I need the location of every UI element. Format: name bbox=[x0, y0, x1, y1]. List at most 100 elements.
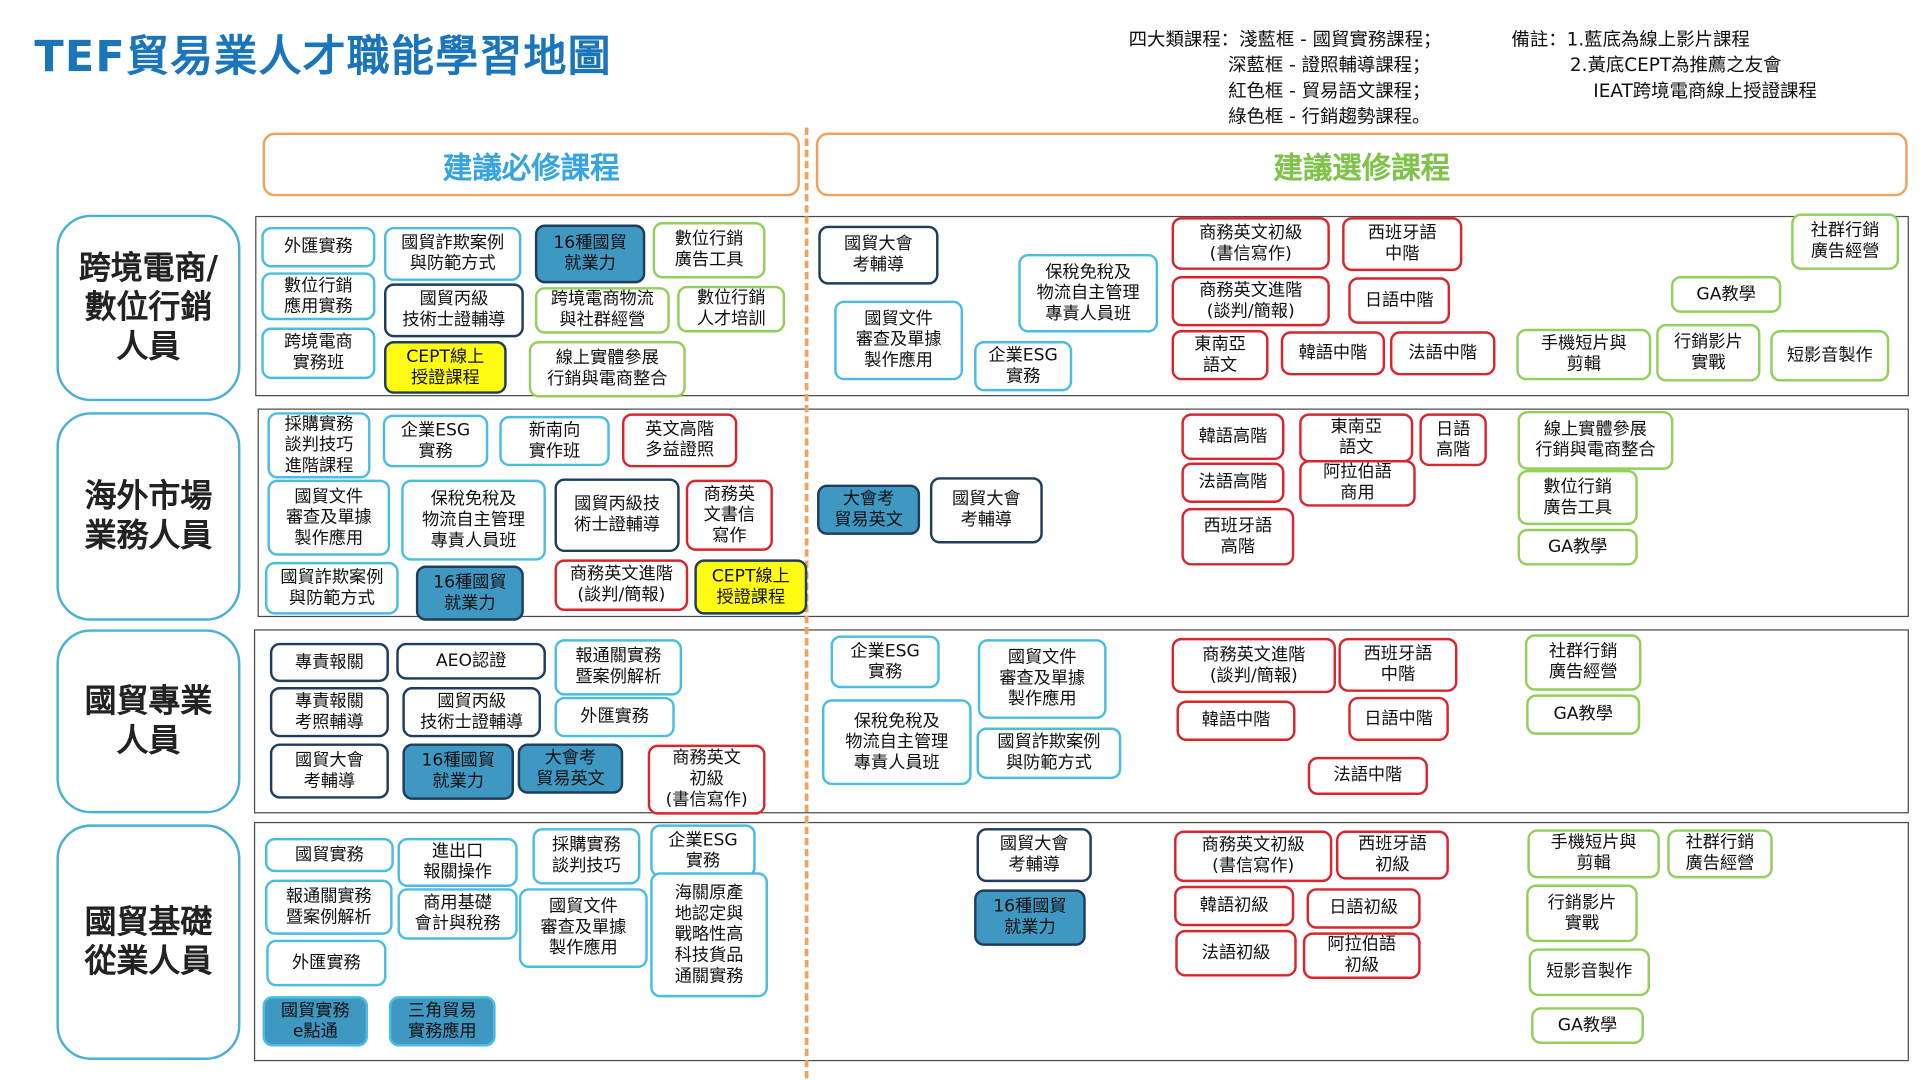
course-box: 法語高階 bbox=[1181, 462, 1285, 503]
role-label: 國貿基礎 從業人員 bbox=[56, 824, 241, 1060]
course-box: 韓語中階 bbox=[1176, 700, 1296, 741]
course-box: 國貿大會 考輔導 bbox=[269, 743, 389, 799]
course-box: 外匯實務 bbox=[554, 696, 675, 738]
course-box: CEPT線上 授證課程 bbox=[383, 341, 507, 394]
course-box: 行銷影片 實戰 bbox=[1526, 884, 1638, 943]
course-box: 手機短片與 剪輯 bbox=[1516, 328, 1652, 381]
course-box: 16種國貿 就業力 bbox=[415, 565, 524, 621]
course-box: 韓語中階 bbox=[1280, 331, 1386, 376]
course-box: 三角貿易 實務應用 bbox=[388, 996, 496, 1047]
course-box: GA教學 bbox=[1531, 1007, 1644, 1045]
course-box: 大會考 貿易英文 bbox=[517, 743, 624, 794]
course-box: 手機短片與 剪輯 bbox=[1527, 829, 1660, 879]
course-box: 國貿實務 e點通 bbox=[262, 996, 369, 1047]
course-box: 國貿詐欺案例 與防範方式 bbox=[383, 226, 522, 281]
course-box: 阿拉伯語 商用 bbox=[1299, 460, 1416, 507]
role-label: 國貿專業 人員 bbox=[56, 629, 241, 814]
course-box: 國貿文件 審查及單據 製作應用 bbox=[267, 479, 391, 556]
course-box: 數位行銷 廣告工具 bbox=[1517, 469, 1638, 526]
course-box: 採購實務 談判技巧 bbox=[532, 828, 641, 885]
role-label: 跨境電商/ 數位行銷 人員 bbox=[56, 214, 241, 402]
course-box: 東南亞 語文 bbox=[1171, 330, 1269, 381]
course-box: 商務英文初級 (書信寫作) bbox=[1174, 830, 1333, 883]
course-box: 跨境電商 實務班 bbox=[261, 327, 376, 380]
course-box: 企業ESG 實務 bbox=[830, 635, 940, 689]
course-box: 大會考 貿易英文 bbox=[817, 484, 921, 535]
course-box: 國貿丙級 技術士證輔導 bbox=[383, 283, 524, 338]
course-box: 採購實務 談判技巧 進階課程 bbox=[267, 412, 371, 479]
course-box: 數位行銷 廣告工具 bbox=[652, 222, 766, 279]
course-box: 國貿大會 考輔導 bbox=[818, 225, 939, 285]
course-box: CEPT線上 授證課程 bbox=[694, 559, 808, 615]
course-box: 行銷影片 實戰 bbox=[1656, 323, 1761, 382]
course-box: 外匯實務 bbox=[266, 939, 387, 987]
page-title: TEF貿易業人才職能學習地圖 bbox=[34, 33, 612, 83]
course-box: 商務英 文書信 寫作 bbox=[685, 479, 773, 551]
course-box: 專責報關 考照輔導 bbox=[269, 687, 389, 738]
course-box: 專責報關 bbox=[269, 642, 389, 683]
course-box: 進出口 報關操作 bbox=[397, 837, 518, 887]
course-box: 線上實體參展 行銷與電商整合 bbox=[528, 341, 686, 398]
course-box: 西班牙語 中階 bbox=[1338, 637, 1458, 692]
course-box: 法語初級 bbox=[1175, 929, 1297, 977]
course-box: 企業ESG 實務 bbox=[974, 341, 1073, 392]
course-box: 16種國貿 就業力 bbox=[534, 224, 646, 284]
course-box: 16種國貿 就業力 bbox=[974, 889, 1086, 946]
course-box: 東南亞 語文 bbox=[1299, 413, 1414, 463]
course-box: 西班牙語 初級 bbox=[1335, 830, 1449, 880]
course-box: 企業ESG 實務 bbox=[382, 414, 489, 468]
course-box: 國貿丙級 技術士證輔導 bbox=[402, 687, 542, 738]
course-box: 商務英文進階 (談判/簡報) bbox=[554, 559, 689, 611]
course-box: 數位行銷 人才培訓 bbox=[677, 285, 786, 333]
course-box: 國貿文件 審查及單據 製作應用 bbox=[977, 639, 1107, 719]
elective-courses-header: 建議選修課程 bbox=[815, 132, 1908, 197]
course-box: GA教學 bbox=[1517, 528, 1638, 566]
role-label: 海外市場 業務人員 bbox=[56, 412, 241, 621]
course-box: 報通關實務 暨案例解析 bbox=[264, 879, 393, 935]
course-box: 阿拉伯語 初級 bbox=[1302, 932, 1421, 979]
course-box: 韓語高階 bbox=[1181, 413, 1285, 461]
note-text: 備註：1.藍底為線上影片課程 2.黃底CEPT為推薦之友會 IEAT跨境電商線上… bbox=[1511, 28, 1817, 102]
course-box: 國貿文件 審查及單據 製作應用 bbox=[518, 888, 648, 968]
course-box: AEO認證 bbox=[396, 642, 546, 680]
course-box: 商用基礎 會計與稅務 bbox=[397, 888, 518, 940]
course-box: 國貿文件 審查及單據 製作應用 bbox=[834, 300, 964, 381]
course-box: 法語中階 bbox=[1389, 331, 1496, 376]
course-box: GA教學 bbox=[1670, 276, 1782, 313]
course-box: 日語中階 bbox=[1348, 277, 1451, 324]
course-box: 跨境電商物流 與社群經營 bbox=[534, 287, 670, 334]
course-box: 國貿詐欺案例 與防範方式 bbox=[976, 727, 1122, 780]
course-box: 商務英文進階 (談判/簡報) bbox=[1171, 637, 1336, 694]
course-box: 保稅免稅及 物流自主管理 專責人員班 bbox=[821, 699, 972, 786]
course-box: 線上實體參展 行銷與電商整合 bbox=[1517, 410, 1674, 470]
legend-text: 四大類課程：淺藍框 - 國貿實務課程； 深藍框 - 證照輔導課程； 紅色框 - … bbox=[1128, 28, 1442, 128]
course-box: GA教學 bbox=[1526, 694, 1641, 735]
course-box: 韓語初級 bbox=[1174, 885, 1295, 927]
course-box: 短影音製作 bbox=[1528, 948, 1651, 997]
course-box: 新南向 實作班 bbox=[499, 415, 610, 467]
course-box: 保稅免稅及 物流自主管理 專責人員班 bbox=[1018, 253, 1159, 333]
course-box: 西班牙語 高階 bbox=[1181, 507, 1295, 566]
course-box: 社群行銷 廣告經營 bbox=[1791, 213, 1900, 270]
course-box: 社群行銷 廣告經營 bbox=[1667, 829, 1773, 879]
course-box: 西班牙語 中階 bbox=[1342, 217, 1463, 272]
required-courses-header: 建議必修課程 bbox=[262, 132, 800, 197]
course-box: 海關原產 地認定與 戰略性高 科技貨品 通關實務 bbox=[650, 872, 768, 998]
course-box: 國貿大會 考輔導 bbox=[929, 477, 1043, 544]
course-box: 國貿丙級技 術士證輔導 bbox=[554, 478, 680, 553]
course-box: 16種國貿 就業力 bbox=[402, 743, 515, 800]
course-box: 保稅免稅及 物流自主管理 專責人員班 bbox=[401, 479, 546, 561]
course-box: 短影音製作 bbox=[1770, 330, 1890, 382]
course-box: 日語初級 bbox=[1306, 888, 1421, 929]
course-box: 商務英文進階 (談判/簡報) bbox=[1171, 276, 1330, 327]
course-box: 報通關實務 暨案例解析 bbox=[554, 639, 683, 696]
course-box: 數位行銷 應用實務 bbox=[261, 272, 376, 321]
course-box: 外匯實務 bbox=[261, 226, 376, 268]
course-box: 英文高階 多益證照 bbox=[621, 413, 738, 468]
course-box: 企業ESG 實務 bbox=[650, 824, 756, 878]
course-box: 日語中階 bbox=[1348, 696, 1449, 741]
course-box: 日語 高階 bbox=[1419, 413, 1487, 467]
course-box: 國貿詐欺案例 與防範方式 bbox=[264, 561, 399, 615]
course-box: 商務英文初級 (書信寫作) bbox=[1171, 217, 1330, 270]
